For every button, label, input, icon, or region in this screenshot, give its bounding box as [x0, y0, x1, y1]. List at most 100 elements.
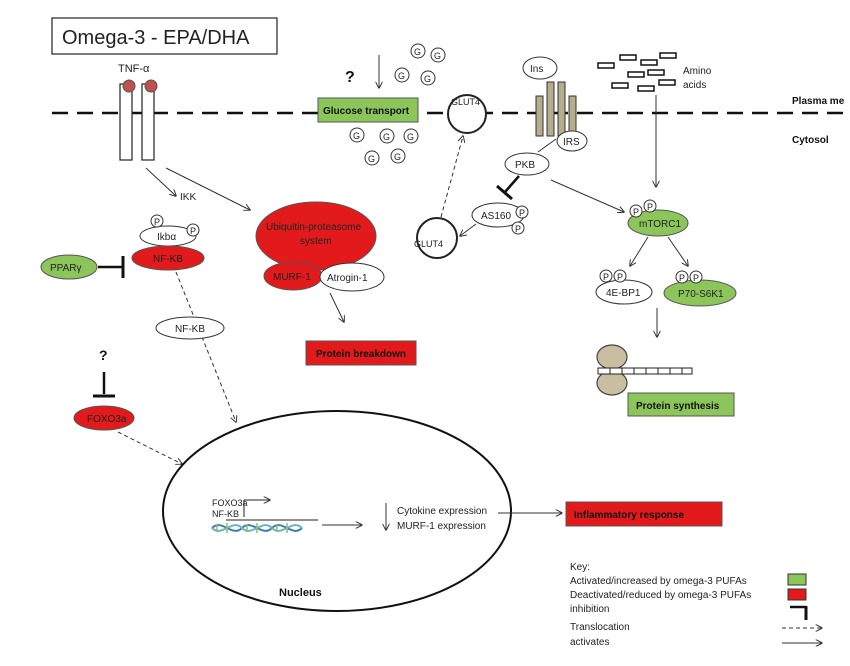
- ppar-gamma-label: PPARγ: [50, 263, 82, 274]
- 4ebp1-phospho-2: [613, 269, 627, 283]
- amino-acids-label-2: acids: [683, 80, 706, 91]
- key-activates: activates: [570, 637, 609, 648]
- mtorc1-phospho-1-label: P: [633, 207, 639, 217]
- as160-phospho-2-label: P: [515, 224, 521, 234]
- svg-text:G: G: [353, 131, 360, 141]
- irs: [556, 130, 588, 152]
- arrow-ubiquitin-breakdown: [329, 292, 344, 322]
- glut4-membrane: [447, 94, 487, 134]
- svg-text:G: G: [414, 47, 421, 57]
- mtorc1-phospho-2: [643, 199, 657, 213]
- title-box: [51, 17, 278, 55]
- nfkb-translocating-label: NF-KB: [175, 324, 205, 335]
- as160-phospho-2: [511, 221, 525, 235]
- glucose-question: ?: [345, 69, 355, 86]
- murf1-expression-label: MURF-1 expression: [397, 521, 486, 532]
- ikk-label: IKK: [180, 192, 196, 203]
- insulin: [522, 56, 558, 80]
- mtorc1-phospho-1: [629, 204, 643, 218]
- svg-text:G: G: [434, 51, 441, 61]
- arrow-tnf-ikk: [145, 167, 176, 196]
- amino-acid-molecules: [597, 52, 677, 92]
- nfkb-cytosol-label: NF-KB: [153, 254, 183, 265]
- 4ebp1-phospho-1-label: P: [603, 272, 609, 282]
- protein-synthesis-box: [627, 392, 735, 417]
- pkb: [504, 152, 550, 176]
- ikba-label: Ikbα: [157, 232, 176, 243]
- inhibit-pkb-as160: [504, 175, 520, 193]
- irs-label: IRS: [563, 137, 580, 148]
- key-deactivated: Deactivated/reduced by omega-3 PUFAs: [570, 590, 751, 601]
- key-deactivated-swatch: [787, 588, 807, 601]
- p70-s6k1-label: P70-S6K1: [678, 289, 724, 300]
- svg-text:G: G: [424, 74, 431, 84]
- arrow-mtorc1-s6k1: [667, 236, 688, 266]
- ribosome: [596, 344, 628, 396]
- pkb-label: PKB: [515, 160, 535, 171]
- glut4-vesicle-label: GLUT4: [414, 239, 443, 249]
- amino-acids-label-1: Amino: [683, 66, 712, 77]
- translocation-nfkb: [175, 271, 236, 422]
- cytosol-label: Cytosol: [792, 135, 829, 146]
- protein-breakdown-box: [305, 340, 417, 366]
- tnf-ligand-left: [122, 79, 136, 93]
- foxo3a-cytosol: [73, 405, 135, 431]
- translocation-foxo: [117, 431, 182, 464]
- gene-nfkb-label: NF-KB: [212, 509, 239, 519]
- atrogin1: [319, 262, 385, 292]
- foxo3a-cytosol-label: FOXO3a: [87, 414, 127, 425]
- arrow-as160-glut4: [460, 223, 477, 236]
- arrow-mtorc1-4ebp1: [630, 236, 649, 266]
- tnf-ligand-right: [144, 79, 158, 93]
- cytokine-expression-label: Cytokine expression: [397, 506, 487, 517]
- svg-text:G: G: [394, 152, 401, 162]
- insulin-label: Ins: [530, 64, 543, 75]
- svg-text:G: G: [398, 71, 405, 81]
- arrow-pkb-mtorc1: [550, 179, 624, 212]
- nfkb-cytosol: [131, 245, 205, 271]
- ubiquitin-label-2: system: [300, 236, 332, 247]
- murf1-label: MURF-1: [273, 272, 311, 283]
- nucleus: [162, 410, 512, 612]
- svg-text:G: G: [368, 154, 375, 164]
- diagram-title: Omega-3 - EPA/DHA: [62, 27, 250, 49]
- arrow-tnf-ubiquitin: [165, 167, 250, 210]
- s6k1-phospho-2-label: P: [693, 273, 699, 283]
- key-inhibition: inhibition: [570, 604, 609, 615]
- inflammatory-response-box: [565, 501, 723, 527]
- foxo-question: ?: [99, 347, 108, 363]
- as160-phospho-1-label: P: [519, 208, 525, 218]
- ikba-phospho-2: [186, 223, 200, 237]
- ubiquitin-label-1: Ubiquitin-proteasome: [266, 222, 361, 233]
- protein-breakdown-label: Protein breakdown: [316, 349, 406, 360]
- as160-phospho-1: [515, 205, 529, 219]
- tnf-receptor-left: [119, 83, 133, 161]
- key-activated: Activated/increased by omega-3 PUFAs: [570, 576, 747, 587]
- s6k1-phospho-2: [689, 270, 703, 284]
- key-title: Key:: [570, 562, 590, 573]
- plasma-membrane-label: Plasma me: [792, 96, 845, 107]
- key-translocation: Translocation: [570, 622, 630, 633]
- gene-foxo-label: FOXO3a: [212, 498, 248, 508]
- ikba-phospho-1-label: P: [154, 217, 160, 227]
- s6k1-phospho-1-label: P: [679, 273, 685, 283]
- inhibit-pkb-as160-bar: [496, 184, 513, 201]
- svg-text:G: G: [407, 132, 414, 142]
- 4ebp1-label: 4E-BP1: [606, 288, 641, 299]
- glucose-transport-label: Glucose transport: [323, 106, 410, 117]
- svg-text:G: G: [383, 132, 390, 142]
- ikba-phospho-2-label: P: [190, 226, 196, 236]
- insulin-receptor: [535, 81, 577, 137]
- key-activated-swatch: [787, 573, 807, 586]
- 4ebp1-phospho-2-label: P: [617, 272, 623, 282]
- 4ebp1-phospho-1: [599, 269, 613, 283]
- glut4-vesicle: [416, 217, 458, 259]
- glucose-molecules-inside: G G G G G: [349, 127, 419, 166]
- ppar-gamma: [40, 254, 98, 280]
- translocation-glut4: [440, 136, 463, 218]
- mrna-strand: [597, 367, 693, 375]
- inflammatory-response-label: Inflammatory response: [574, 510, 684, 521]
- dna-helix: [211, 523, 303, 533]
- mtorc1-label: mTORC1: [639, 219, 681, 230]
